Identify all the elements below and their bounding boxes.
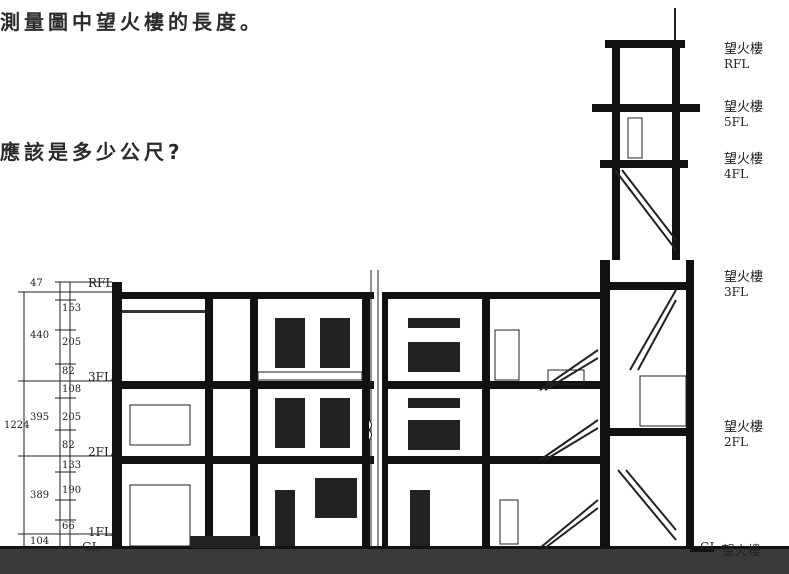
question-line-1: 測量圖中望火樓的長度。 [0, 10, 264, 34]
tower-name: 望火樓 [721, 544, 761, 559]
level-label-3fl: 3FL [88, 370, 112, 384]
middle-building [382, 292, 602, 549]
section-break [368, 270, 379, 548]
level-label-2fl: 2FL [88, 445, 112, 459]
tower-label-4fl: 望火樓 4FL [724, 148, 763, 181]
level-label-rfl: RFL [88, 276, 114, 290]
level-label-gl: GL [82, 540, 100, 554]
dim-upper-2: 153 [62, 303, 82, 314]
left-building [112, 282, 374, 548]
fire-watchtower [592, 8, 714, 552]
dim-upper-3: 205 [62, 337, 82, 348]
dim-lower-1: 389 [30, 490, 50, 501]
dim-lower-2: 133 [62, 460, 82, 471]
tower-level: 3FL [724, 285, 748, 299]
tower-label-rfl: 望火樓 RFL [724, 38, 763, 71]
dim-base: 104 [30, 536, 50, 547]
dim-upper-1: 440 [30, 330, 50, 341]
dim-middle-2: 108 [62, 384, 82, 395]
tower-name: 望火樓 [724, 42, 764, 57]
dim-middle-1: 395 [30, 412, 50, 423]
tower-label-2fl: 望火樓 2FL [724, 416, 763, 449]
dim-middle-4: 82 [62, 440, 75, 451]
ground-line [0, 546, 789, 549]
tower-level: 4FL [724, 167, 748, 181]
tower-name: 望火樓 [724, 100, 764, 115]
tower-level: 2FL [724, 435, 748, 449]
dimension-chain [18, 281, 112, 549]
tower-label-3fl: 望火樓 3FL [724, 266, 763, 299]
dim-lower-3: 190 [62, 485, 82, 496]
tower-level: GL [700, 540, 718, 554]
tower-name: 望火樓 [724, 420, 764, 435]
dim-middle-3: 205 [62, 412, 82, 423]
tower-level: 5FL [724, 115, 748, 129]
dim-upper-4: 82 [62, 366, 75, 377]
tower-name: 望火樓 [724, 270, 764, 285]
dim-top: 47 [30, 278, 43, 289]
tower-name: 望火樓 [724, 152, 764, 167]
dim-lower-4: 66 [62, 521, 75, 532]
question-line-2: 應該是多少公尺? [0, 140, 184, 164]
level-label-1fl: 1FL [88, 525, 112, 539]
tower-label-gl: GL 望火樓 [700, 540, 761, 559]
tower-level: RFL [724, 57, 750, 71]
tower-label-5fl: 望火樓 5FL [724, 96, 763, 129]
ground-hatch [0, 548, 789, 574]
dim-total: 1224 [4, 420, 30, 431]
